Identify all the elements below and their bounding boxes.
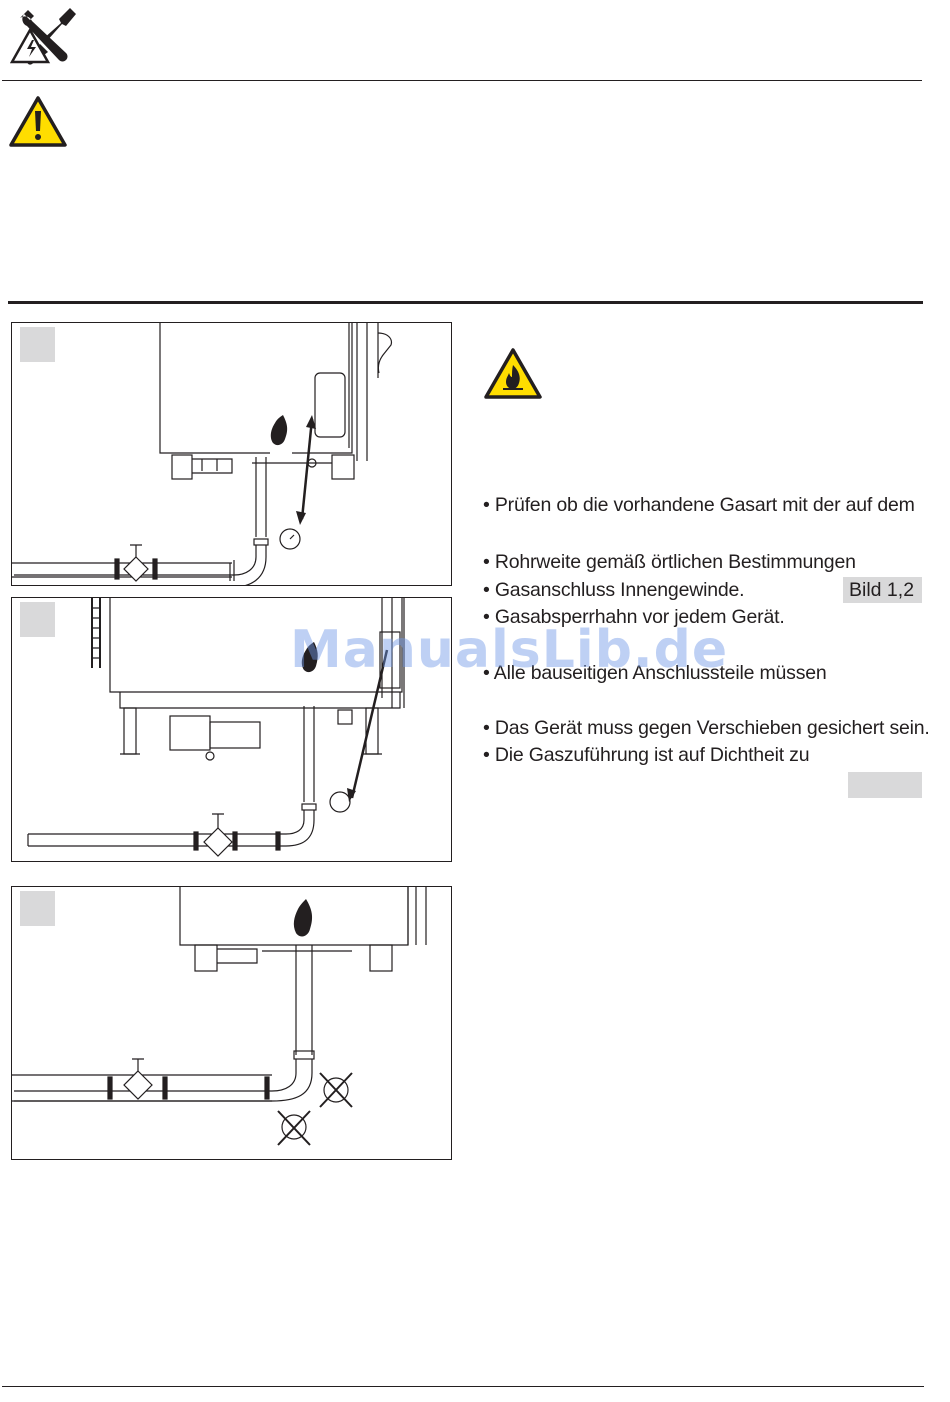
- figure-1-drawing: [12, 323, 393, 585]
- instruction-leak-check: • Die Gaszuführung ist auf Dichtheit zu: [483, 744, 810, 766]
- figure-2-drawing: [27, 598, 405, 857]
- instruction-connection-parts: • Alle bauseitigen Anschlussteile müssen: [483, 662, 827, 684]
- header-rule: [2, 80, 922, 81]
- instruction-pipe-width: • Rohrweite gemäß örtlichen Bestimmungen: [483, 551, 856, 573]
- figure-3-drawing: [12, 887, 427, 1146]
- instruction-shutoff-valve: • Gasabsperrhahn vor jedem Gerät.: [483, 606, 785, 628]
- reference-placeholder-badge: [848, 772, 922, 798]
- footer-rule: [2, 1386, 924, 1387]
- instruction-gas-connection: • Gasanschluss Innengewinde.: [483, 579, 745, 601]
- watermark: ManualsLib.de: [290, 620, 729, 680]
- warning-triangle-icon: [8, 95, 68, 148]
- instruction-secure-appliance: • Das Gerät muss gegen Verschieben gesic…: [483, 717, 930, 739]
- tools-electric-icon: [9, 4, 80, 70]
- figure-1: [11, 322, 452, 586]
- figure-3: [11, 886, 452, 1160]
- figure-2-badge: [20, 602, 55, 637]
- figure-3-badge: [20, 891, 55, 926]
- figure-1-badge: [20, 327, 55, 362]
- instruction-gas-type: • Prüfen ob die vorhandene Gasart mit de…: [483, 494, 915, 516]
- flammable-warning-icon: [483, 347, 543, 400]
- figure-2: [11, 597, 452, 862]
- figure-reference-badge: Bild 1,2: [843, 577, 922, 603]
- section-rule: [8, 301, 923, 304]
